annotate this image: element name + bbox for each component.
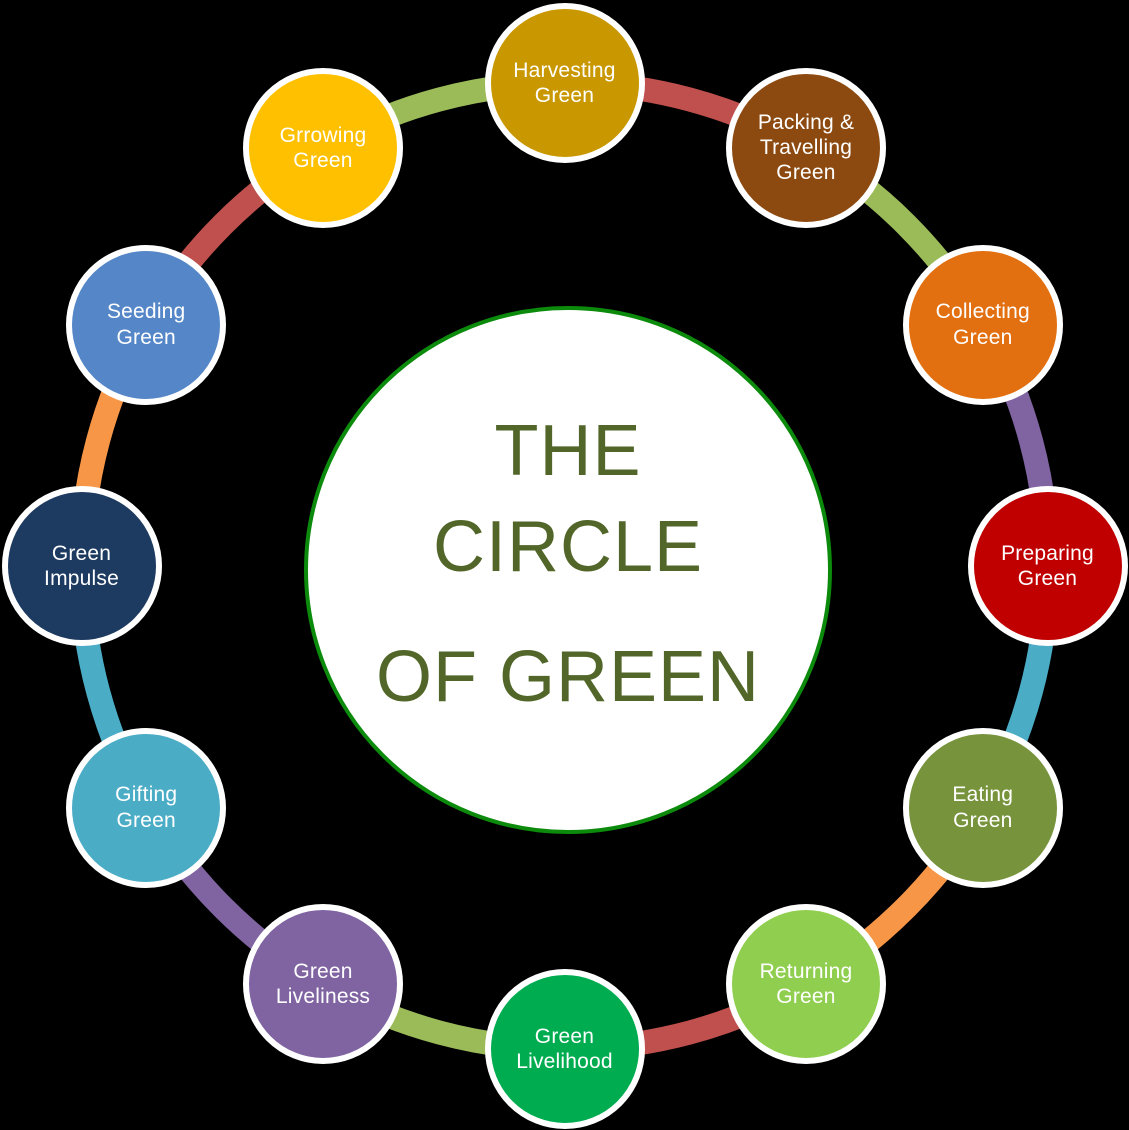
center-circle: THE CIRCLE OF GREEN xyxy=(304,306,832,834)
diagram-title-line-2: CIRCLE xyxy=(432,507,704,587)
diagram-title-line-3: OF GREEN xyxy=(375,637,761,717)
diagram-title-line-1: THE xyxy=(494,411,642,491)
